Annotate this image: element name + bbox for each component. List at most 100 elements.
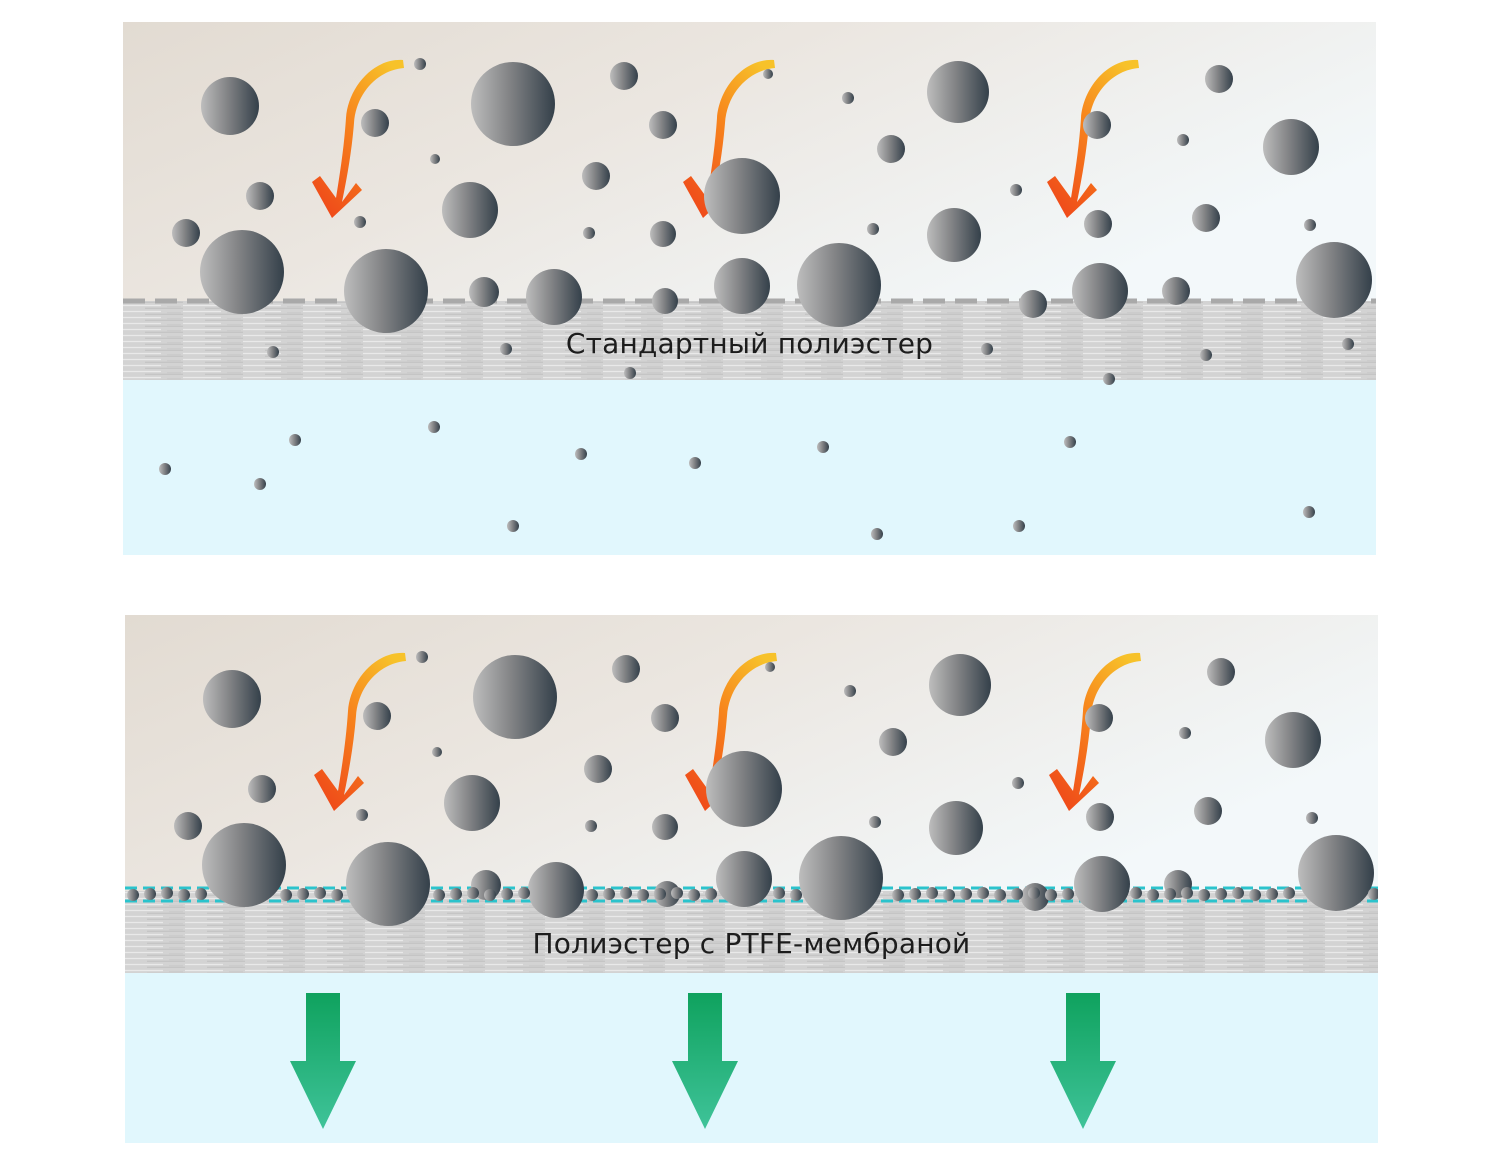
dust-particle xyxy=(652,288,678,314)
trapped-fine-particle xyxy=(909,888,921,900)
dust-particle xyxy=(612,655,640,683)
dust-particle xyxy=(610,62,638,90)
dust-particle xyxy=(473,655,557,739)
dust-particle xyxy=(1084,210,1112,238)
trapped-fine-particle xyxy=(773,887,785,899)
dust-particle xyxy=(582,162,610,190)
dust-particle xyxy=(765,662,775,672)
dust-particle xyxy=(704,158,780,234)
dust-particle xyxy=(842,92,854,104)
dust-particle xyxy=(1019,290,1047,318)
dust-particle xyxy=(1207,658,1235,686)
dust-particle xyxy=(1083,111,1111,139)
dust-particle xyxy=(414,58,426,70)
dust-particle xyxy=(585,820,597,832)
trapped-fine-particle xyxy=(1198,889,1210,901)
dust-flow-arrow xyxy=(312,59,404,218)
fine-particle-passing xyxy=(1200,349,1212,361)
dust-particle xyxy=(716,851,772,907)
trapped-fine-particle xyxy=(1045,889,1057,901)
dust-particle xyxy=(651,704,679,732)
dust-particle xyxy=(797,243,881,327)
dust-particle xyxy=(583,227,595,239)
dust-particle xyxy=(201,77,259,135)
fine-particle-passing xyxy=(1303,506,1315,518)
dust-particle xyxy=(927,208,981,262)
trapped-fine-particle xyxy=(467,887,479,899)
fine-particle-passing xyxy=(575,448,587,460)
dust-particle xyxy=(927,61,989,123)
fine-particle-passing xyxy=(500,343,512,355)
clean-air-flow-arrow xyxy=(672,993,738,1129)
dust-particle xyxy=(356,809,368,821)
trapped-fine-particle xyxy=(926,887,938,899)
dust-particle xyxy=(799,836,883,920)
trapped-fine-particle xyxy=(705,888,717,900)
dust-particle xyxy=(867,223,879,235)
dust-particle xyxy=(248,775,276,803)
dust-particle xyxy=(363,702,391,730)
dust-particle xyxy=(442,182,498,238)
trapped-fine-particle xyxy=(688,889,700,901)
trapped-fine-particle xyxy=(1181,887,1193,899)
panel-standard-polyester: Стандартный полиэстер xyxy=(123,22,1376,555)
trapped-fine-particle xyxy=(178,889,190,901)
trapped-fine-particle xyxy=(1062,888,1074,900)
ptfe-membrane-diagram xyxy=(125,615,1378,1143)
dust-particle xyxy=(203,670,261,728)
dust-particle xyxy=(202,823,286,907)
dust-particle xyxy=(877,135,905,163)
fine-particle-passing xyxy=(289,434,301,446)
dust-particle xyxy=(1072,263,1128,319)
trapped-fine-particle xyxy=(1164,888,1176,900)
trapped-fine-particle xyxy=(943,889,955,901)
trapped-fine-particle xyxy=(586,889,598,901)
trapped-fine-particle xyxy=(1130,887,1142,899)
trapped-fine-particle xyxy=(1266,888,1278,900)
trapped-fine-particle xyxy=(892,889,904,901)
trapped-fine-particle xyxy=(994,889,1006,901)
dust-particle xyxy=(1205,65,1233,93)
trapped-fine-particle xyxy=(127,889,139,901)
dust-particle xyxy=(1086,803,1114,831)
trapped-fine-particle xyxy=(1249,889,1261,901)
dust-particle xyxy=(650,221,676,247)
trapped-fine-particle xyxy=(790,889,802,901)
dust-particle xyxy=(361,109,389,137)
dust-particle xyxy=(1074,856,1130,912)
fine-particle-passing xyxy=(254,478,266,490)
dust-particle xyxy=(1162,277,1190,305)
trapped-fine-particle xyxy=(195,888,207,900)
trapped-fine-particle xyxy=(280,889,292,901)
trapped-fine-particle xyxy=(603,888,615,900)
dust-particle xyxy=(200,230,284,314)
dust-particle xyxy=(929,654,991,716)
dust-particle xyxy=(652,814,678,840)
dust-particle xyxy=(246,182,274,210)
dust-particle xyxy=(430,154,440,164)
trapped-fine-particle xyxy=(654,888,666,900)
dust-particle xyxy=(714,258,770,314)
dust-particle xyxy=(1085,704,1113,732)
trapped-fine-particle xyxy=(637,889,649,901)
dust-particle xyxy=(584,755,612,783)
trapped-fine-particle xyxy=(1028,887,1040,899)
dust-particle xyxy=(416,651,428,663)
dust-particle xyxy=(1194,797,1222,825)
dust-particle xyxy=(174,812,202,840)
clean-air-flow-arrow xyxy=(1050,993,1116,1129)
clean-air-flow-arrow xyxy=(290,993,356,1129)
fine-particle-passing xyxy=(428,421,440,433)
trapped-fine-particle xyxy=(1232,887,1244,899)
dust-particle xyxy=(706,751,782,827)
fine-particle-passing xyxy=(817,441,829,453)
trapped-fine-particle xyxy=(484,889,496,901)
dust-particle xyxy=(1012,777,1024,789)
trapped-fine-particle xyxy=(450,888,462,900)
fine-particle-passing xyxy=(1103,373,1115,385)
dust-particle xyxy=(344,249,428,333)
fine-particle-passing xyxy=(1064,436,1076,448)
dust-particle xyxy=(869,816,881,828)
trapped-fine-particle xyxy=(331,889,343,901)
trapped-fine-particle xyxy=(960,888,972,900)
